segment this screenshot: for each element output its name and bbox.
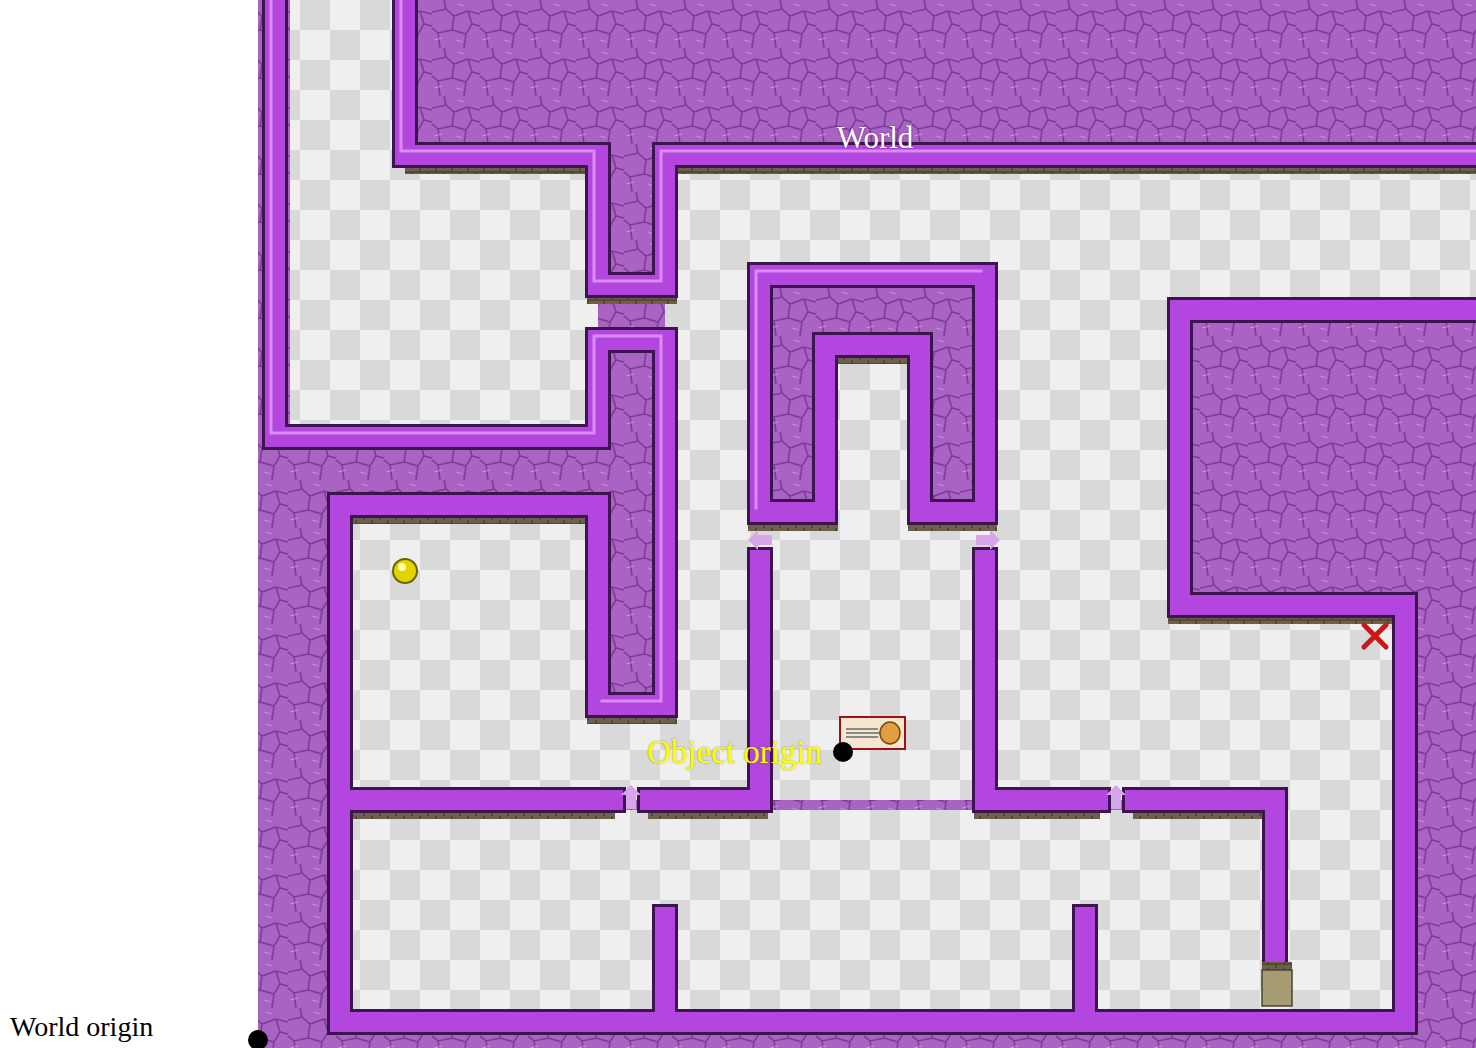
maze-walls <box>271 0 1476 1022</box>
floor <box>665 165 760 800</box>
arrow-up <box>621 785 641 809</box>
floor <box>1180 615 1405 800</box>
floor <box>1285 800 1405 1010</box>
floor <box>350 810 1405 1010</box>
wall <box>271 0 661 701</box>
arrow-left <box>748 530 772 550</box>
floor <box>1180 165 1476 300</box>
wall <box>665 917 1085 1020</box>
wall-outline <box>275 0 1476 1022</box>
wall <box>985 560 1098 800</box>
ball-shine <box>398 563 406 571</box>
floor <box>350 515 598 800</box>
floor <box>985 165 1180 800</box>
key-shaft <box>846 729 882 737</box>
wall <box>354 787 613 813</box>
wall <box>275 0 1476 1022</box>
floor <box>405 165 598 430</box>
object-origin-label: Object origin <box>647 734 822 770</box>
wall-fill <box>275 0 1476 1022</box>
wall <box>665 917 1085 1020</box>
wall <box>405 0 1476 285</box>
door-ledge <box>1262 962 1292 970</box>
origin-dot <box>248 1030 268 1048</box>
key-bow <box>880 722 900 744</box>
world-label: World <box>837 121 914 155</box>
arrow-up <box>1106 785 1126 809</box>
world-origin-label: World origin <box>10 1012 153 1043</box>
floor <box>290 0 405 430</box>
wall <box>985 560 1098 800</box>
yellow-ball <box>393 559 417 583</box>
wall <box>275 0 1476 1022</box>
wall <box>756 271 981 508</box>
wall <box>354 790 613 810</box>
floor <box>825 345 920 515</box>
wall <box>405 0 1476 285</box>
map-items <box>248 530 1386 1048</box>
arrow-right <box>976 530 1000 550</box>
object-box <box>840 717 905 749</box>
wall <box>760 275 985 512</box>
red-cross <box>1364 625 1386 647</box>
wall <box>401 0 1476 281</box>
wall <box>1135 800 1275 960</box>
origin-dot <box>833 742 853 762</box>
wall-highlight <box>271 0 1476 701</box>
wall <box>1135 800 1275 960</box>
door-block <box>1262 970 1292 1006</box>
wall <box>760 275 985 512</box>
